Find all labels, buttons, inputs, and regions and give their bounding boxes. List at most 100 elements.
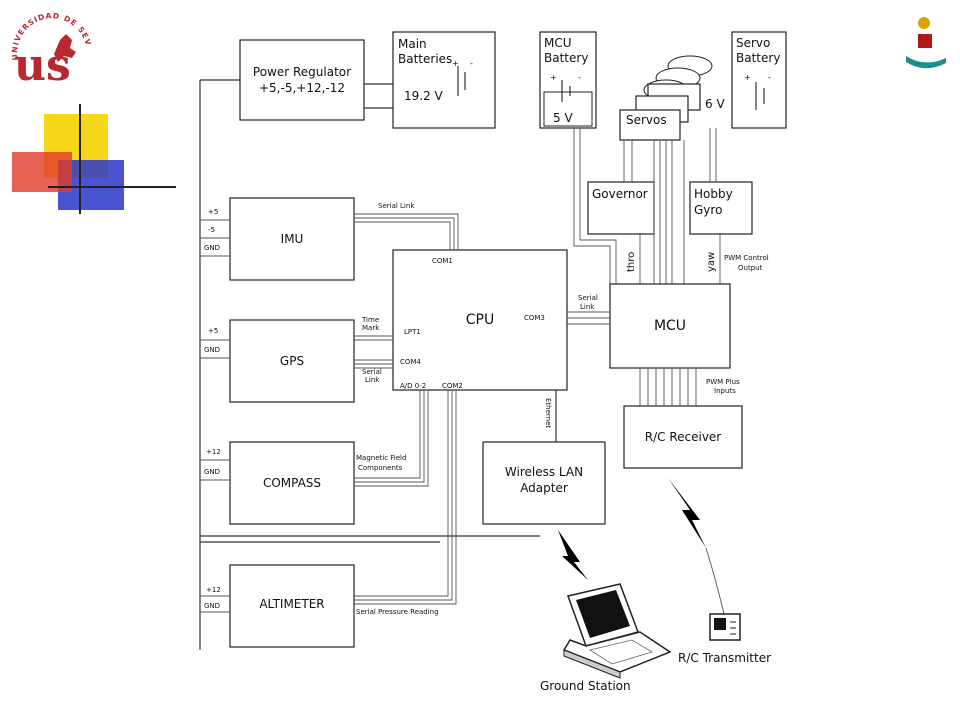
altimeter-label: ALTIMETER <box>259 597 324 611</box>
power-regulator-voltages: +5,-5,+12,-12 <box>259 81 345 95</box>
compass-block: COMPASS <box>229 441 355 525</box>
right-logo-square-icon <box>918 34 932 48</box>
servo-battery-block: Servo Battery +- 6 V <box>705 31 787 129</box>
gps-time-mark-label-2: Mark <box>362 324 380 332</box>
cpu-com3-label: COM3 <box>524 314 545 322</box>
altimeter-power-pins <box>200 595 230 613</box>
rc-antenna-wire <box>705 547 725 615</box>
altimeter-pin-1: +12 <box>206 586 221 594</box>
svg-text:+: + <box>550 73 557 82</box>
hobby-gyro-label-1: Hobby <box>694 187 733 201</box>
servo-battery-label-1: Servo <box>736 36 770 50</box>
svg-text:-: - <box>768 73 771 82</box>
gps-serial-label-1: Serial <box>362 368 382 376</box>
mcu-battery-block: MCU Battery + - 5 V <box>539 31 597 129</box>
mcu-power-wiring <box>573 128 721 284</box>
svg-text:+: + <box>452 59 459 68</box>
mcu-receiver-wiring <box>639 368 697 406</box>
mcu-pwm-control-label-1: PWM Control <box>724 254 769 262</box>
rc-transmitter-icon <box>709 613 741 641</box>
cpu-com4-label: COM4 <box>400 358 421 366</box>
compass-pin-1: +12 <box>206 448 221 456</box>
cpu-lpt1-label: LPT1 <box>404 328 421 336</box>
wireless-label-2: Adapter <box>520 481 568 495</box>
cpu-mcu-serial-label-2: Link <box>580 303 595 311</box>
imu-label: IMU <box>281 232 304 246</box>
compass-mag-label-1: Magnetic Field <box>356 454 406 462</box>
main-batteries-block: Main Batteries 19.2 V + - <box>392 31 496 129</box>
mcu-battery-voltage: 5 V <box>553 111 573 125</box>
mcu-block: MCU <box>609 283 731 369</box>
governor-label: Governor <box>592 187 648 201</box>
cpu-block: CPU COM1 COM3 LPT1 COM4 A/D 0-2 COM2 <box>392 249 568 391</box>
altimeter-serial-label: Serial Pressure Reading <box>356 608 439 616</box>
imu-pin-2: -5 <box>208 226 215 234</box>
compass-label: COMPASS <box>263 476 321 490</box>
compass-cpu-link <box>354 390 429 487</box>
mcu-pwm-input-label-2: Inputs <box>714 387 736 395</box>
mcu-label: MCU <box>654 318 686 334</box>
compass-power-pins <box>200 459 230 481</box>
hobby-gyro-block: Hobby Gyro <box>689 181 753 235</box>
wireless-lan-block: Wireless LAN Adapter <box>482 441 606 525</box>
cpu-ad-label: A/D 0-2 <box>400 382 426 390</box>
ground-station-laptop-icon <box>562 583 672 679</box>
wireless-signal-icon <box>558 530 588 580</box>
cpu-mcu-serial-link <box>567 311 610 325</box>
altimeter-block: ALTIMETER <box>229 564 355 648</box>
deco-red-square <box>12 152 72 192</box>
gps-label: GPS <box>280 354 304 368</box>
right-institution-logo <box>906 17 946 69</box>
wireless-label-1: Wireless LAN <box>505 465 583 479</box>
svg-text:-: - <box>578 73 581 82</box>
imu-serial-link-label: Serial Link <box>378 202 415 210</box>
power-regulator-block: Power Regulator +5,-5,+12,-12 <box>239 39 365 121</box>
right-logo-wave-icon <box>906 56 946 69</box>
compass-mag-label-2: Components <box>358 464 403 472</box>
governor-block: Governor <box>587 181 655 235</box>
gps-block: GPS <box>229 319 355 403</box>
main-batteries-voltage: 19.2 V <box>404 89 444 103</box>
cpu-label: CPU <box>466 312 494 328</box>
cpu-com2-label: COM2 <box>442 382 463 390</box>
right-logo-dot-icon <box>918 17 930 29</box>
servos-label: Servos <box>626 113 667 127</box>
cpu-com1-label: COM1 <box>432 257 453 265</box>
servos-block: Servos <box>619 55 713 141</box>
rc-receiver-label: R/C Receiver <box>645 430 722 444</box>
main-batteries-label-2: Batteries <box>398 52 452 66</box>
imu-pin-3: GND <box>204 244 220 252</box>
imu-cpu-serial-link <box>354 213 459 250</box>
rc-transmitter-label: R/C Transmitter <box>678 651 771 665</box>
imu-power-pins <box>200 219 230 257</box>
mcu-battery-label-2: Battery <box>544 51 588 65</box>
gps-time-mark-label-1: Time <box>361 316 379 324</box>
altimeter-cpu-link <box>354 390 457 605</box>
mcu-battery-label-1: MCU <box>544 36 572 50</box>
mcu-pwm-input-label-1: PWM Plus <box>706 378 740 386</box>
gps-serial-label-2: Link <box>365 376 380 384</box>
gps-cpu-links <box>354 335 393 369</box>
servo-battery-label-2: Battery <box>736 51 780 65</box>
gps-pin-1: +5 <box>208 327 218 335</box>
mcu-yaw-label: yaw <box>706 252 717 272</box>
hobby-gyro-label-2: Gyro <box>694 203 722 217</box>
ground-station-label: Ground Station <box>540 679 631 693</box>
power-regulator-title: Power Regulator <box>253 65 351 79</box>
svg-text:-: - <box>470 59 473 68</box>
altimeter-pin-2: GND <box>204 602 220 610</box>
rc-signal-icon <box>668 478 706 548</box>
mcu-thro-label: thro <box>626 252 637 272</box>
universidad-sevilla-logo: UNIVERSIDAD DE SEVILLA us <box>0 0 92 91</box>
logo-crest-icon <box>54 34 76 62</box>
compass-pin-2: GND <box>204 468 220 476</box>
rc-receiver-block: R/C Receiver <box>623 405 743 469</box>
gps-pin-2: GND <box>204 346 220 354</box>
mcu-pwm-control-label-2: Output <box>738 264 763 272</box>
servo-battery-voltage: 6 V <box>705 97 725 111</box>
main-batteries-label-1: Main <box>398 37 427 51</box>
gps-power-pins <box>200 339 230 359</box>
ethernet-label: Ethernet <box>544 398 552 428</box>
